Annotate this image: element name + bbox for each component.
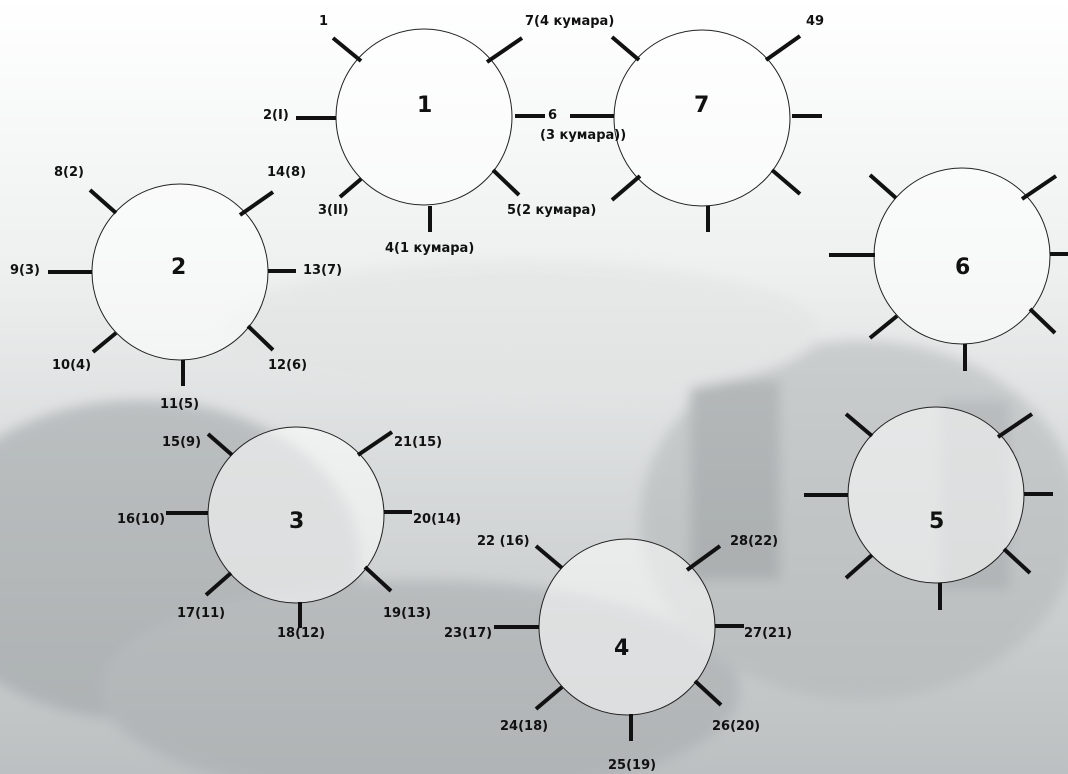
spoke-label-c2-7: 12(6) [268, 358, 307, 373]
spoke-c4-5 [534, 685, 564, 711]
spoke-label-c1-2: 7(4 кумара) [525, 14, 614, 29]
spoke-c7-5 [610, 174, 642, 202]
circle-number-7: 7 [694, 93, 709, 118]
spoke-label-c3-2: 21(15) [394, 435, 442, 450]
spoke-label-c3-7: 19(13) [383, 606, 431, 621]
circle-number-4: 4 [614, 636, 629, 661]
spoke-label-c3-6: 18(12) [277, 626, 325, 641]
spoke-label-c4-6: 25(19) [608, 758, 656, 773]
spoke-label-c2-2: 14(8) [267, 165, 306, 180]
spoke-c5-7 [1002, 547, 1032, 575]
spoke-c1-7 [491, 168, 521, 197]
spoke-c7-1 [610, 35, 641, 62]
spoke-label-c4-2: 28(22) [730, 534, 778, 549]
circle-number-2: 2 [171, 255, 186, 280]
spoke-label-c2-5: 10(4) [52, 358, 91, 373]
spoke-c3-1 [206, 432, 234, 457]
spoke-c4-2 [685, 544, 722, 572]
spoke-c4-1 [534, 544, 564, 570]
circle-group-6: 6 [829, 167, 1068, 371]
circle-group-4: 4 22 (16) 28(22) 23(17) 27(21) 24(18) 25… [444, 534, 792, 773]
spoke-label-c3-1: 15(9) [162, 435, 201, 450]
spoke-c1-1 [331, 36, 363, 63]
spoke-label-c7-2: (3 кумара)) [540, 128, 626, 143]
spoke-c3-5 [204, 571, 233, 597]
circle-group-7: 7 49 (3 кумара)) [540, 14, 824, 232]
spoke-c2-7 [246, 324, 275, 352]
spoke-label-c3-4: 20(14) [413, 512, 461, 527]
circle-7 [613, 29, 791, 207]
spoke-label-c1-1: 1 [319, 14, 328, 29]
circle-4 [538, 538, 716, 716]
circle-5 [847, 406, 1025, 584]
spoke-label-c1-7: 5(2 кумара) [507, 203, 596, 218]
spoke-label-c7-1: 49 [806, 14, 824, 29]
spoke-label-c3-5: 17(11) [177, 606, 225, 621]
spoke-c2-5 [91, 331, 118, 354]
circle-number-5: 5 [929, 509, 944, 534]
spoke-label-c4-5: 24(18) [500, 719, 548, 734]
circle-group-1: 1 1 7(4 кумара) 2(I) 6 3(II) 4(1 кумара)… [263, 14, 614, 256]
spoke-c7-2 [764, 34, 802, 62]
spoke-label-c2-4: 13(7) [303, 263, 342, 278]
spoke-c2-1 [88, 188, 118, 215]
spoke-c5-2 [996, 412, 1034, 439]
circle-number-3: 3 [289, 509, 304, 534]
spoke-label-c4-7: 26(20) [712, 719, 760, 734]
spoke-c6-1 [868, 173, 898, 200]
spoke-c6-2 [1020, 174, 1058, 201]
spoke-label-c1-5: 3(II) [318, 203, 349, 218]
spoke-label-c1-3: 2(I) [263, 108, 289, 123]
spoke-label-c1-6: 4(1 кумара) [385, 241, 474, 256]
spoke-c3-7 [363, 565, 393, 593]
circle-group-5: 5 [804, 406, 1053, 610]
spoke-c5-1 [844, 412, 874, 438]
spoke-c1-5 [338, 177, 363, 199]
circle-number-6: 6 [955, 255, 970, 280]
spoke-label-c2-6: 11(5) [160, 397, 199, 412]
spoke-c2-2 [238, 190, 275, 217]
spoke-c6-5 [868, 314, 899, 340]
spoke-label-c3-3: 16(10) [117, 512, 165, 527]
spoke-c1-2 [485, 36, 524, 64]
spoke-c4-7 [693, 679, 723, 707]
spoke-label-c2-1: 8(2) [54, 165, 84, 180]
spoke-label-c2-3: 9(3) [10, 263, 40, 278]
circle-number-1: 1 [417, 93, 432, 118]
spoke-c7-7 [770, 168, 802, 196]
circle-group-3: 3 15(9) 21(15) 16(10) 20(14) 17(11) 18(1… [117, 426, 461, 641]
spoke-label-c1-4: 6 [548, 108, 557, 123]
circle-group-2: 2 8(2) 14(8) 9(3) 13(7) 10(4) 11(5) 12(6… [10, 165, 342, 412]
spoke-label-c4-3: 23(17) [444, 626, 492, 641]
spoke-label-c4-1: 22 (16) [477, 534, 530, 549]
spoke-c3-2 [356, 430, 394, 457]
spoke-c5-5 [844, 553, 874, 580]
spoke-label-c4-4: 27(21) [744, 626, 792, 641]
spoke-c6-7 [1028, 307, 1057, 335]
